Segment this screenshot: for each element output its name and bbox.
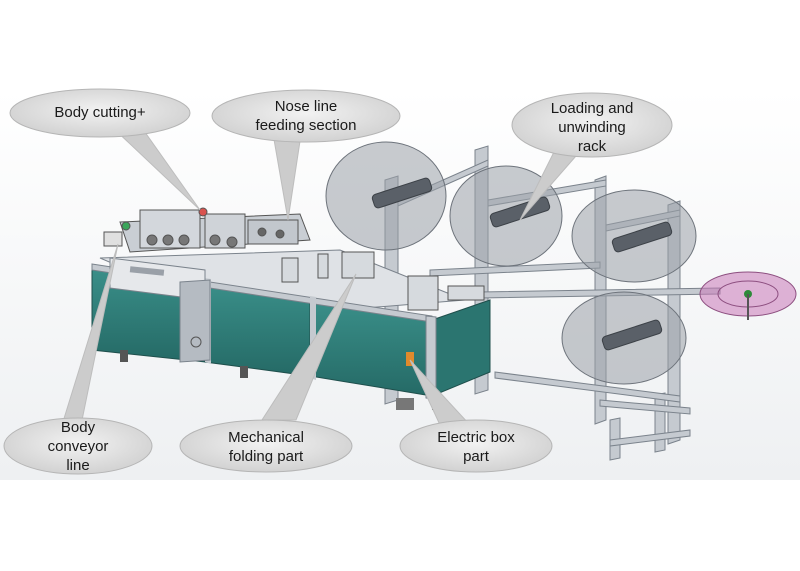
label-loading-rack: Loading and unwinding rack xyxy=(550,100,634,155)
bubble-body-cutting xyxy=(9,88,191,138)
cutting-assembly xyxy=(103,207,311,253)
reel-hubs xyxy=(371,177,673,351)
bubble-folding xyxy=(179,419,353,473)
callout-bubbles xyxy=(3,88,673,475)
bubble-body-conveyor xyxy=(3,417,153,475)
electric-box-handle xyxy=(406,352,414,366)
folding-section xyxy=(281,251,485,311)
electric-box-door xyxy=(179,279,211,363)
label-body-cutting: Body cutting+ xyxy=(54,104,146,121)
label-nose-line: Nose line feeding section xyxy=(255,98,357,134)
label-electric-box: Electric box part xyxy=(437,429,515,465)
label-mechanical-folding: Mechanical folding part xyxy=(228,429,304,465)
pink-reel xyxy=(699,271,797,320)
bubble-loading-rack xyxy=(511,92,673,158)
bubble-electric-box xyxy=(399,419,553,473)
bubble-nose-line xyxy=(211,89,401,143)
callout-pointers xyxy=(61,124,592,431)
label-body-conveyor: Body conveyor line xyxy=(47,419,109,474)
